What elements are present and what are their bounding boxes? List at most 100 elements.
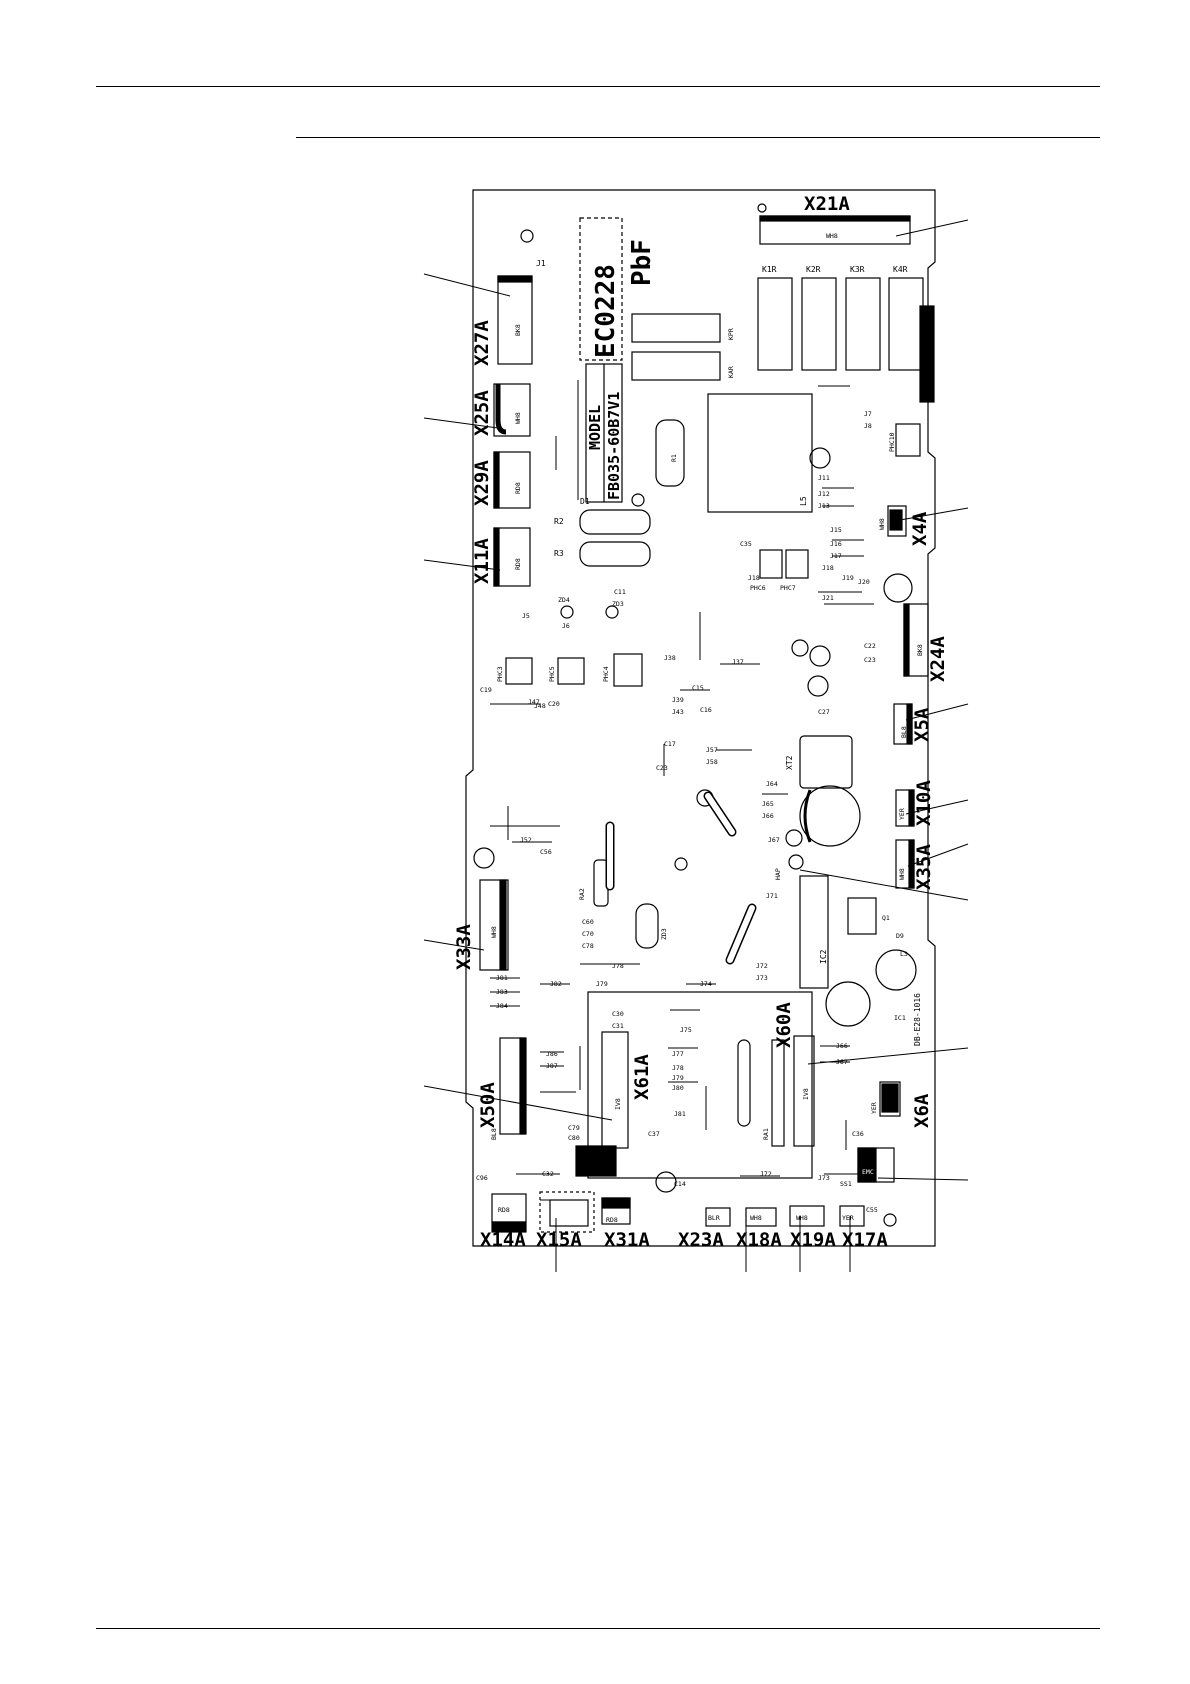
svg-text:IV8: IV8 xyxy=(802,1088,810,1100)
connector-label-x29a: X29A xyxy=(471,460,493,506)
connector-label-x50a: X50A xyxy=(477,1082,499,1128)
connector-label-x15a: X15A xyxy=(536,1229,582,1251)
svg-text:BLR: BLR xyxy=(708,1214,720,1222)
connector-x61a xyxy=(601,1031,629,1149)
svg-text:WH8: WH8 xyxy=(750,1214,762,1222)
svg-text:C78: C78 xyxy=(582,942,594,950)
svg-text:C27: C27 xyxy=(818,708,830,716)
svg-text:C46: C46 xyxy=(578,1170,590,1178)
svg-text:J78: J78 xyxy=(612,962,624,970)
svg-text:J47: J47 xyxy=(528,698,540,706)
svg-text:PHC3: PHC3 xyxy=(496,666,504,682)
connector-label-x27a: X27A xyxy=(471,320,493,366)
svg-text:C96: C96 xyxy=(476,1174,488,1182)
svg-text:C11: C11 xyxy=(614,588,626,596)
relay-k3r: K3R xyxy=(845,265,881,371)
inductor-l3 xyxy=(799,735,853,789)
photocoupler-phc7 xyxy=(785,549,809,579)
svg-text:J38: J38 xyxy=(664,654,676,662)
svg-text:C16: C16 xyxy=(700,706,712,714)
marking-frame xyxy=(579,217,623,361)
svg-text:BK8: BK8 xyxy=(916,644,924,656)
crystal-xt2 xyxy=(635,903,659,949)
connector-x27a xyxy=(497,275,533,365)
svg-text:J15: J15 xyxy=(830,526,842,534)
photocoupler-phc10 xyxy=(895,423,921,457)
connector-label-x19a: X19A xyxy=(790,1229,836,1251)
connector-x23a xyxy=(705,1207,731,1227)
svg-text:RD8: RD8 xyxy=(514,558,522,570)
svg-text:J7: J7 xyxy=(864,410,872,418)
footer-rule xyxy=(96,1628,1100,1629)
svg-text:J43: J43 xyxy=(672,708,684,716)
connector-label-x14a: X14A xyxy=(480,1229,526,1251)
svg-text:J75: J75 xyxy=(680,1026,692,1034)
svg-text:PHC5: PHC5 xyxy=(548,666,556,682)
svg-text:C80: C80 xyxy=(568,1134,580,1142)
svg-text:WH8: WH8 xyxy=(514,412,522,424)
board-outline xyxy=(465,189,936,1247)
svg-text:J52: J52 xyxy=(520,836,532,844)
svg-text:YER: YER xyxy=(842,1214,854,1222)
svg-text:J72: J72 xyxy=(756,962,768,970)
connector-label-x11a: X11A xyxy=(471,538,493,584)
svg-text:WH8: WH8 xyxy=(898,868,906,880)
connector-label-x6a: X6A xyxy=(911,1093,933,1128)
svg-text:C19: C19 xyxy=(480,686,492,694)
mount-hole xyxy=(674,857,688,871)
svg-text:Q1: Q1 xyxy=(882,914,890,922)
svg-text:J12: J12 xyxy=(818,490,830,498)
svg-text:J37: J37 xyxy=(732,658,744,666)
svg-text:R3: R3 xyxy=(554,549,564,558)
svg-text:J6: J6 xyxy=(562,622,570,630)
svg-text:K1R: K1R xyxy=(762,265,777,274)
svg-text:J81: J81 xyxy=(496,974,508,982)
relay-kar xyxy=(631,351,721,381)
svg-text:J8: J8 xyxy=(864,422,872,430)
svg-text:C17: C17 xyxy=(664,740,676,748)
connector-label-x4a: X4A xyxy=(909,511,931,546)
svg-text:J79: J79 xyxy=(672,1074,684,1082)
connector-x17a xyxy=(839,1205,865,1227)
svg-text:R2: R2 xyxy=(554,517,564,526)
connector-x15a-area xyxy=(539,1191,595,1233)
svg-text:C60: C60 xyxy=(582,918,594,926)
svg-text:RA2: RA2 xyxy=(578,888,586,900)
svg-text:SS1: SS1 xyxy=(840,1180,852,1188)
board-marking-pbf: PbF xyxy=(627,239,657,286)
connector-x6a xyxy=(879,1081,901,1117)
svg-text:J74: J74 xyxy=(700,980,712,988)
svg-text:K2R: K2R xyxy=(806,265,821,274)
svg-text:EMC: EMC xyxy=(862,1168,874,1176)
top-rule xyxy=(96,86,1100,87)
svg-text:C56: C56 xyxy=(540,848,552,856)
model-caption: MODEL xyxy=(586,405,604,450)
capacitor-c8 xyxy=(825,981,871,1027)
svg-text:J18: J18 xyxy=(822,564,834,572)
svg-text:C23: C23 xyxy=(864,656,876,664)
svg-text:XT2: XT2 xyxy=(785,755,794,770)
svg-text:IC1: IC1 xyxy=(894,1014,906,1022)
svg-text:C23: C23 xyxy=(656,764,668,772)
relay-k1r: K1R xyxy=(757,265,793,371)
svg-text:WH8: WH8 xyxy=(490,926,498,938)
connector-x50a xyxy=(499,1037,527,1135)
connector-label-x17a: X17A xyxy=(842,1229,888,1251)
relay-kpr xyxy=(631,313,721,343)
header-rule xyxy=(296,137,1100,138)
svg-text:WH8: WH8 xyxy=(796,1214,808,1222)
main-mcu-area xyxy=(587,991,813,1179)
svg-text:C36: C36 xyxy=(852,1130,864,1138)
connector-label-x25a: X25A xyxy=(471,390,493,436)
svg-text:HAP: HAP xyxy=(774,868,782,880)
connector-label-x23a: X23A xyxy=(678,1229,724,1251)
svg-text:J80: J80 xyxy=(672,1084,684,1092)
svg-text:J84: J84 xyxy=(496,1002,508,1010)
svg-text:J66: J66 xyxy=(762,812,774,820)
svg-text:J39: J39 xyxy=(672,696,684,704)
board-marking-ec0228: EC0228 xyxy=(591,264,621,358)
svg-text:C22: C22 xyxy=(864,642,876,650)
svg-text:RD8: RD8 xyxy=(514,482,522,494)
svg-text:C37: C37 xyxy=(648,1130,660,1138)
svg-text:J13: J13 xyxy=(818,502,830,510)
